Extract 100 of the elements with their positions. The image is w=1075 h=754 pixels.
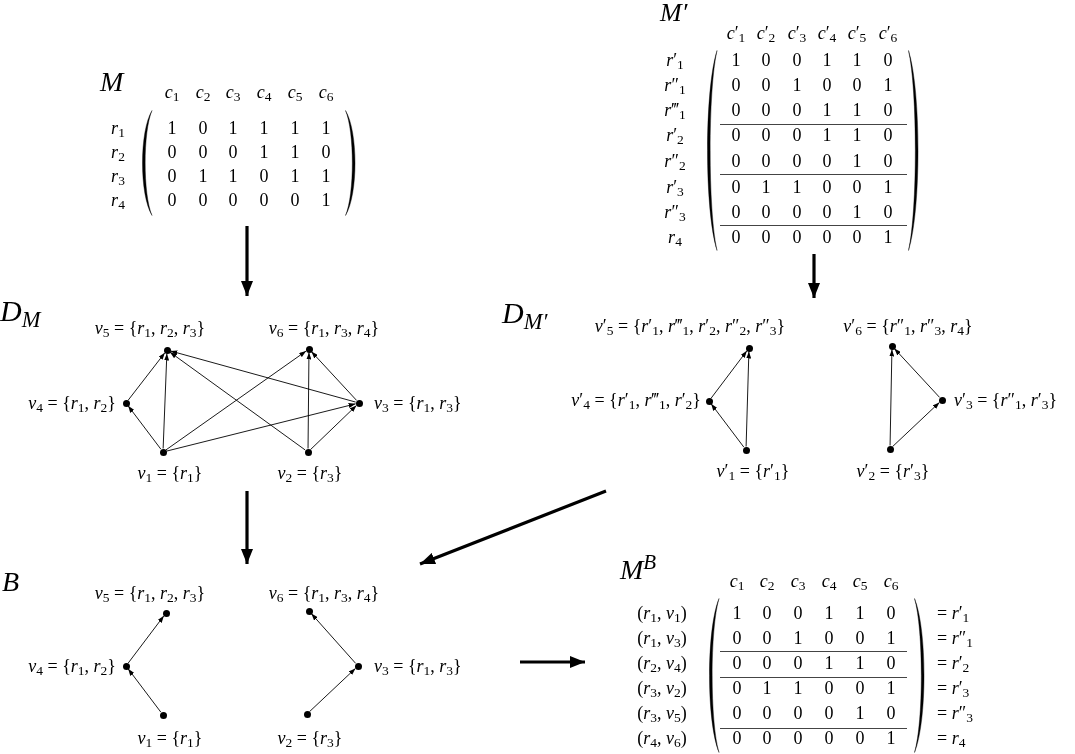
vertex-label: v′$_{4}$ = {r′$_{1}$, r‴$_{1}$, r′$_{2}$}: [571, 391, 701, 409]
matrix-entry: 0: [731, 152, 741, 170]
matrix-entry: 0: [731, 101, 741, 119]
vertex-label: v$_{3}$ = {r$_{1}$, r$_{3}$}: [374, 657, 462, 675]
panel-title: M: [100, 68, 124, 96]
matrix-entry: 0: [731, 203, 741, 221]
column-label: c$_{5}$: [852, 572, 868, 590]
column-label: c$_{3}$: [225, 83, 241, 101]
matrix-entry: 0: [762, 604, 772, 622]
matrix-entry: 1: [321, 191, 331, 209]
matrix-entry: 0: [167, 167, 177, 185]
matrix-entry: 0: [855, 729, 865, 747]
column-label: c$_{6}$: [318, 83, 334, 101]
matrix-entry: 1: [886, 679, 896, 697]
matrix-entry: 1: [822, 101, 832, 119]
row-label: r″$_{1}$: [664, 76, 686, 94]
vertex-label: v′$_{5}$ = {r′$_{1}$, r‴$_{1}$, r′$_{2}$, r″$_{2}$, r″$_{3}$}: [594, 317, 786, 335]
matrix-entry: 0: [732, 729, 742, 747]
matrix-entry: 0: [793, 654, 803, 672]
matrix-entry: 1: [761, 178, 771, 196]
matrix-entry: 1: [228, 167, 238, 185]
column-label: c′$_{4}$: [817, 24, 837, 42]
matrix-entry: 0: [731, 178, 741, 196]
row-label: r$_{2}$: [111, 143, 125, 161]
matrix-entry: 1: [822, 126, 832, 144]
matrix-entry: 0: [228, 143, 238, 161]
column-label: c′$_{3}$: [787, 24, 807, 42]
matrix-entry: 1: [290, 167, 300, 185]
vertex-label: v$_{6}$ = {r$_{1}$, r$_{3}$, r$_{4}$}: [268, 584, 380, 602]
matrix-entry: 1: [822, 51, 832, 69]
matrix-entry: 0: [731, 76, 741, 94]
matrix-entry: 1: [824, 604, 834, 622]
row-label: (r$_{2}$, v$_{4}$): [637, 654, 687, 672]
panel-title: M$^{B}$: [620, 556, 657, 584]
vertex-label: v′$_{3}$ = {r″$_{1}$, r′$_{3}$}: [954, 391, 1058, 409]
matrix-entry: 1: [855, 654, 865, 672]
matrix-entry: 0: [732, 704, 742, 722]
matrix-entry: 0: [762, 729, 772, 747]
column-label: c$_{2}$: [759, 572, 775, 590]
matrix-entry: 0: [290, 191, 300, 209]
matrix-entry: 0: [793, 604, 803, 622]
matrix-entry: 0: [761, 101, 771, 119]
matrix-entry: 1: [290, 119, 300, 137]
vertex-label: v$_{5}$ = {r$_{1}$, r$_{2}$, r$_{3}$}: [94, 319, 206, 337]
vertex-label: v$_{4}$ = {r$_{1}$, r$_{2}$}: [28, 657, 116, 675]
vertex-label: v′$_{6}$ = {r″$_{1}$, r″$_{3}$, r$_{4}$}: [843, 317, 973, 335]
row-label: r$_{1}$: [111, 119, 125, 137]
matrix-entry: 1: [855, 704, 865, 722]
matrix-entry: 1: [855, 604, 865, 622]
row-label: (r$_{1}$, v$_{1}$): [637, 604, 687, 622]
arrow: [520, 656, 585, 668]
matrix-entry: 0: [732, 679, 742, 697]
arrow: [808, 254, 820, 298]
column-label: c$_{3}$: [790, 572, 806, 590]
matrix-entry: 0: [762, 704, 772, 722]
matrix-entry: 1: [259, 143, 269, 161]
matrix-entry: 0: [822, 228, 832, 246]
matrix-entry: 1: [731, 51, 741, 69]
column-label: c′$_{1}$: [726, 24, 746, 42]
matrix-entry: 0: [792, 126, 802, 144]
row-label: r″$_{2}$: [664, 152, 686, 170]
matrix-entry: 0: [762, 654, 772, 672]
matrix-entry: 0: [852, 178, 862, 196]
row-label: r′$_{2}$: [666, 126, 684, 144]
vertex-label: v$_{3}$ = {r$_{1}$, r$_{3}$}: [374, 394, 462, 412]
matrix-entry: 1: [886, 729, 896, 747]
matrix-entry: 0: [732, 654, 742, 672]
matrix-entry: 0: [731, 126, 741, 144]
vertex-label: v$_{1}$ = {r$_{1}$}: [137, 729, 203, 747]
row-label: (r$_{3}$, v$_{2}$): [637, 679, 687, 697]
matrix-entry: 1: [886, 629, 896, 647]
matrix-entry: 0: [883, 152, 893, 170]
matrix-entry: 0: [792, 228, 802, 246]
matrix-entry: 0: [793, 729, 803, 747]
matrix-entry: 1: [792, 178, 802, 196]
matrix-entry: 0: [259, 167, 269, 185]
matrix-entry: 1: [198, 167, 208, 185]
row-label: (r$_{1}$, v$_{3}$): [637, 629, 687, 647]
matrix-entry: 0: [167, 143, 177, 161]
matrix-entry: 0: [762, 629, 772, 647]
matrix-entry: 0: [824, 679, 834, 697]
matrix-entry: 1: [321, 119, 331, 137]
matrix-entry: 0: [792, 51, 802, 69]
matrix-entry: 0: [228, 191, 238, 209]
matrix-entry: 1: [793, 679, 803, 697]
column-label: c′$_{6}$: [878, 24, 898, 42]
arrow: [241, 226, 253, 296]
matrix-entry: 0: [761, 152, 771, 170]
matrix-entry: 0: [883, 101, 893, 119]
matrix-entry: 0: [883, 126, 893, 144]
matrix-entry: 0: [761, 126, 771, 144]
matrix-entry: 0: [198, 119, 208, 137]
arrow: [241, 491, 253, 564]
matrix-entry: 0: [731, 228, 741, 246]
column-label: c$_{4}$: [821, 572, 837, 590]
matrix-entry: 0: [822, 76, 832, 94]
matrix-entry: 1: [852, 51, 862, 69]
matrix-entry: 0: [792, 152, 802, 170]
vertex-label: v$_{2}$ = {r$_{3}$}: [277, 729, 343, 747]
matrix-entry: 1: [732, 604, 742, 622]
